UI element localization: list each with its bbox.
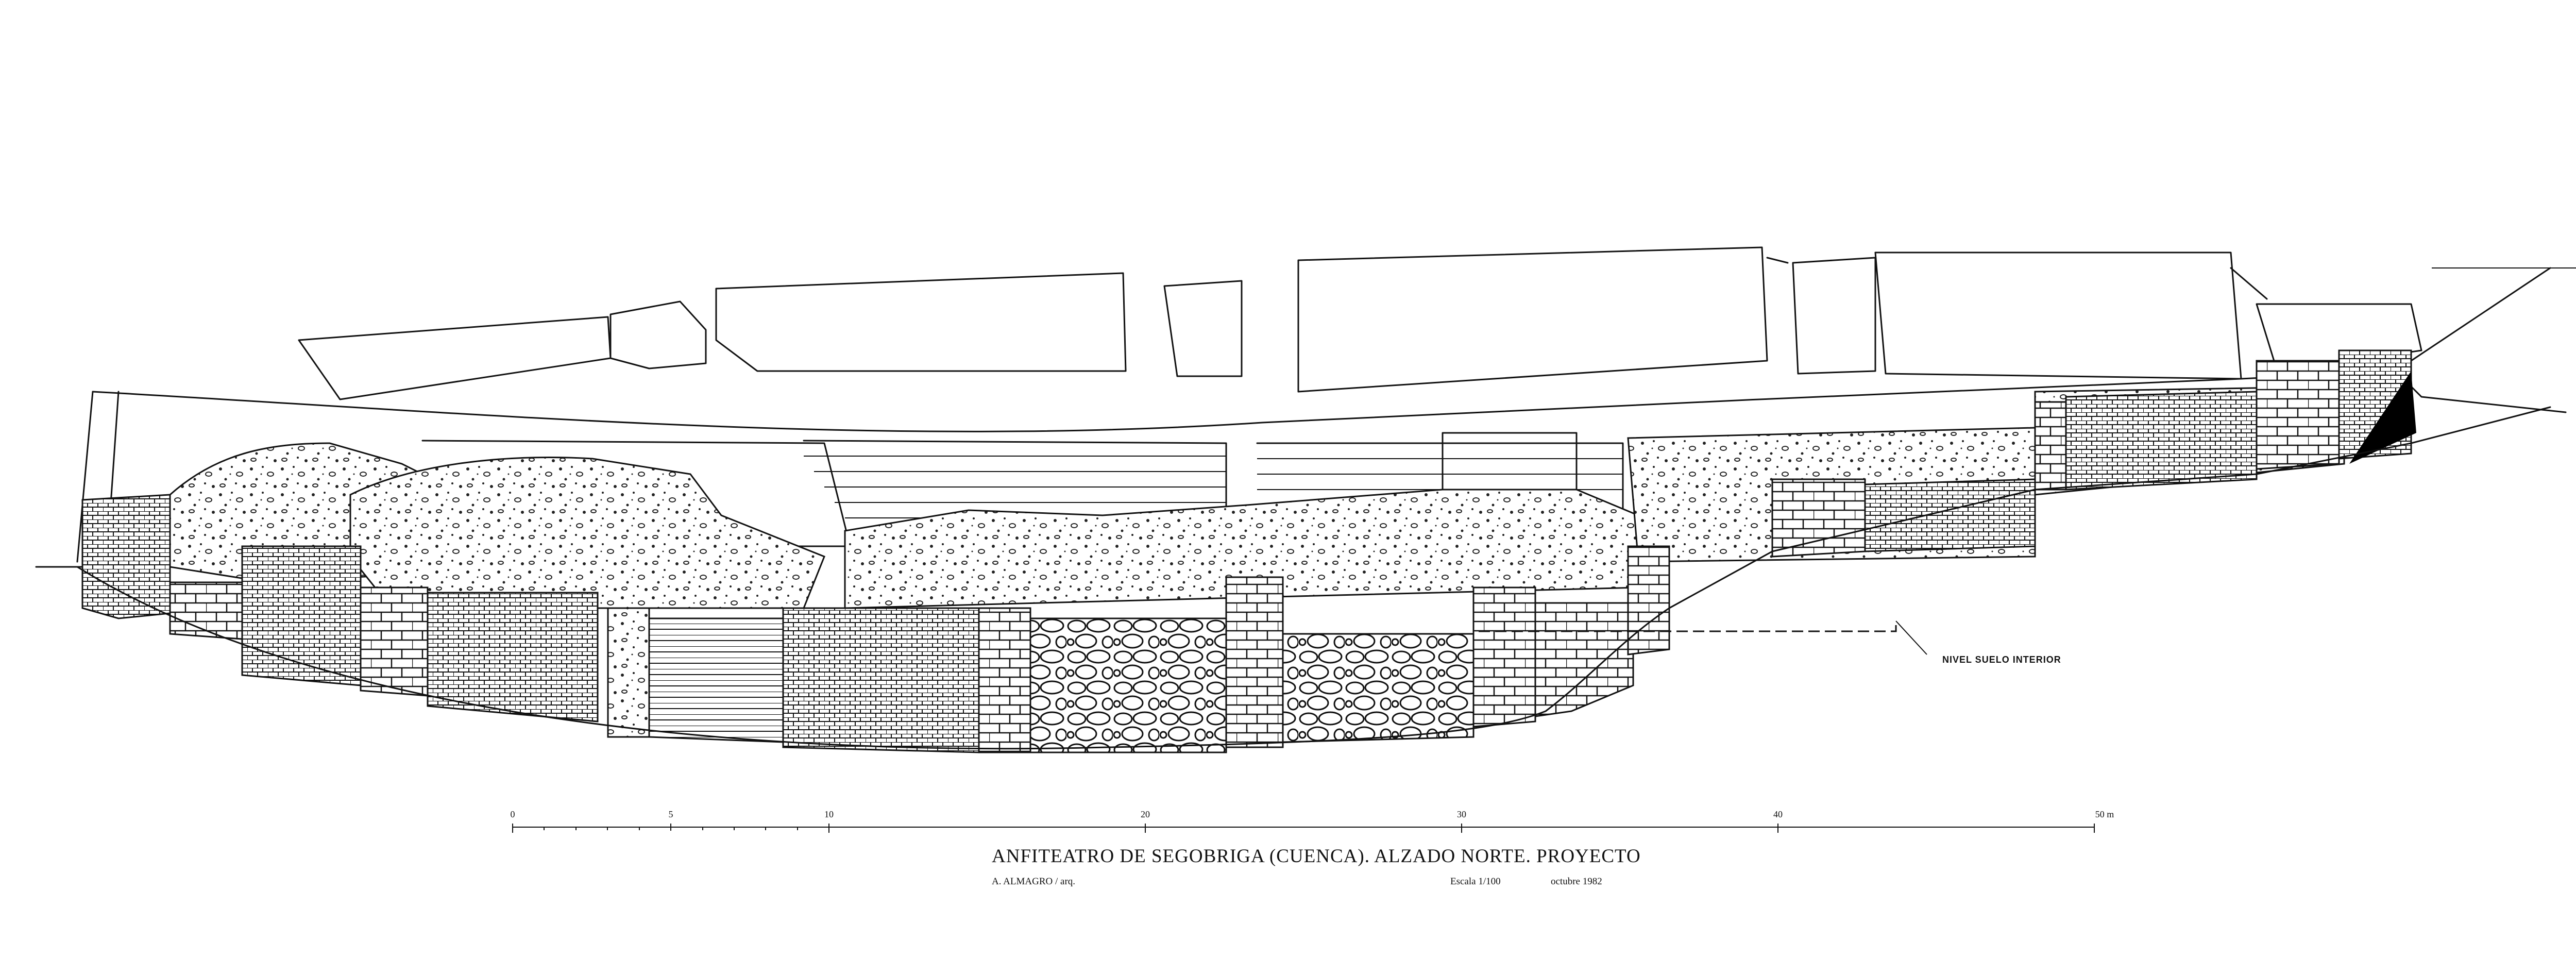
scale-tick-label: 40	[1773, 809, 1783, 819]
scale-tick-label: 0	[510, 809, 515, 819]
floor-level-annotation: NIVEL SUELO INTERIOR	[1942, 654, 2061, 665]
scale-tick-label: 5	[668, 809, 673, 819]
scale-tick-label: 10	[824, 809, 834, 819]
upper-cavea-blocks	[298, 246, 2422, 400]
scale-tick-label: 30	[1457, 809, 1466, 819]
drawing-date: octubre 1982	[1551, 876, 1602, 887]
scale-tick-label: 20	[1141, 809, 1150, 819]
drawing-title: ANFITEATRO DE SEGOBRIGA (CUENCA). ALZADO…	[992, 846, 1641, 867]
author-credit: A. ALMAGRO / arq.	[992, 876, 1076, 887]
foundation-line	[35, 406, 2551, 750]
scale-note: Escala 1/100	[1450, 876, 1501, 887]
scale-bar	[512, 824, 2095, 833]
floor-level-leader	[1479, 620, 1927, 655]
scale-tick-label: 50 m	[2095, 809, 2114, 819]
lower-wall	[81, 349, 2416, 753]
